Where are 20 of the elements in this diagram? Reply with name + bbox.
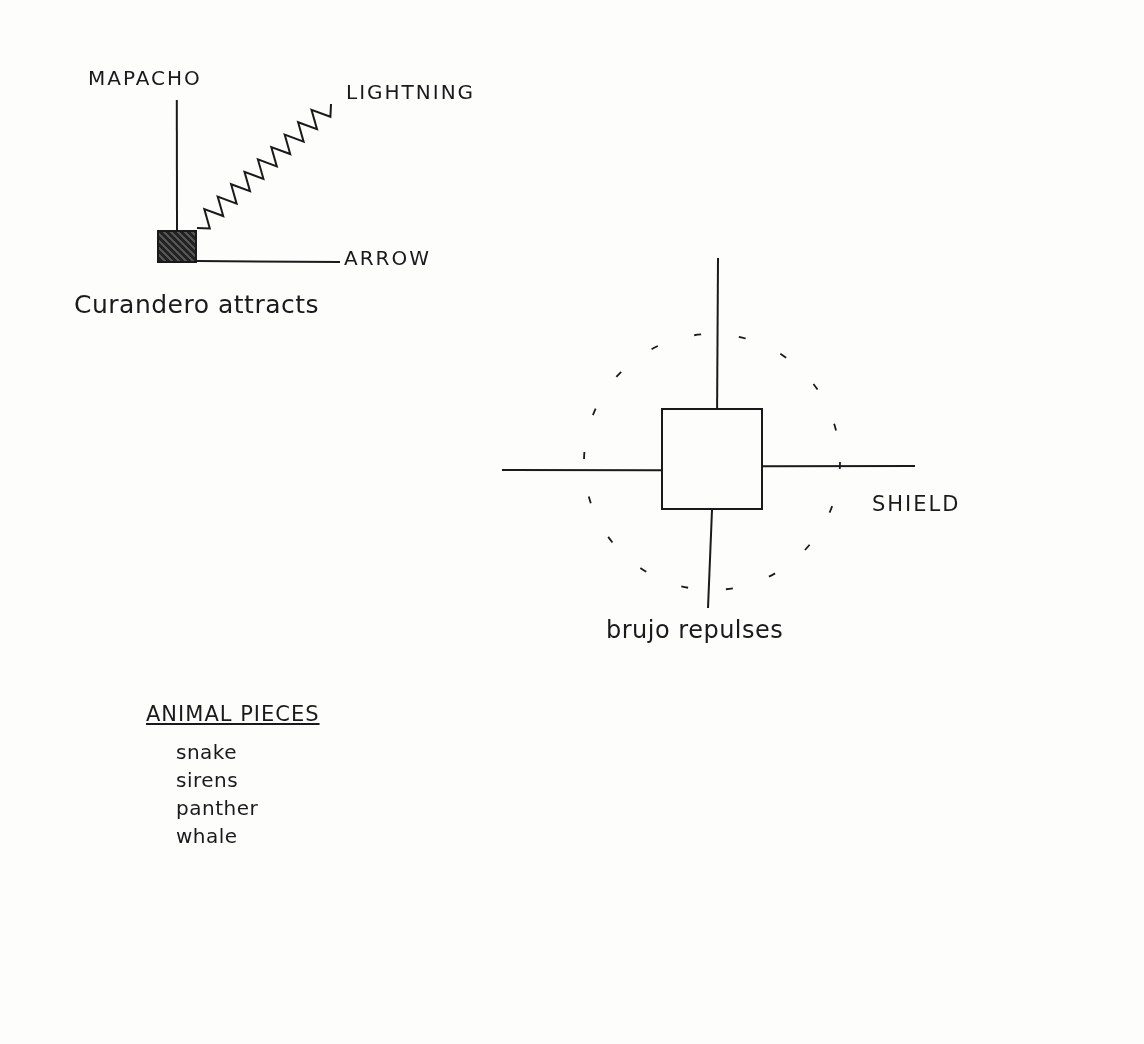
- part-label: LIGHTNING: [346, 80, 476, 104]
- connector-line: [501, 469, 662, 472]
- list-item: sirens: [176, 768, 239, 792]
- square-box: [661, 408, 763, 510]
- connector-line: [196, 260, 341, 263]
- connector-line: [716, 257, 719, 409]
- list-item: panther: [176, 796, 259, 820]
- caption-text: Curandero attracts: [74, 290, 320, 319]
- connector-line: [175, 99, 178, 231]
- zigzag-line: [196, 103, 332, 230]
- list-item: whale: [176, 824, 238, 848]
- part-label: SHIELD: [872, 492, 961, 516]
- caption-text: brujo repulses: [606, 616, 784, 644]
- connector-line: [762, 465, 916, 468]
- list-item: snake: [176, 740, 238, 764]
- part-label: MAPACHO: [88, 66, 202, 90]
- square-box: [157, 230, 197, 263]
- connector-line: [707, 509, 713, 609]
- list-heading: ANIMAL PIECES: [146, 702, 320, 726]
- part-label: ARROW: [344, 246, 431, 270]
